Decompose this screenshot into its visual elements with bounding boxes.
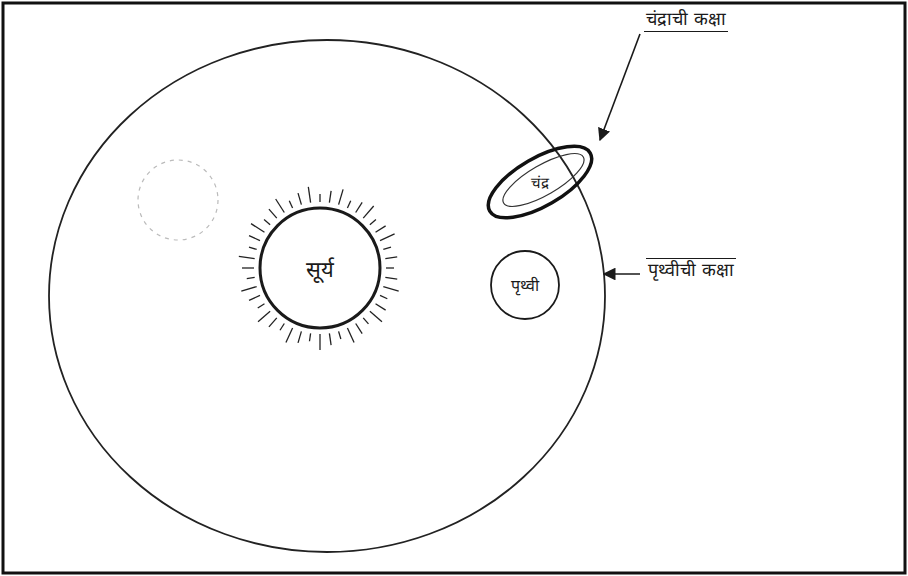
sun-ray	[298, 193, 301, 205]
sun-circle: सूर्य	[258, 206, 382, 330]
sun-ray	[247, 277, 255, 278]
sun-ray	[383, 247, 391, 249]
sun-ray	[269, 209, 277, 218]
sun-ray	[363, 318, 368, 324]
sun-ray	[242, 267, 254, 268]
sun-ray	[298, 331, 301, 343]
frame	[3, 3, 905, 573]
leader-line	[604, 273, 640, 275]
sun-ray	[249, 295, 260, 300]
sun-ray	[319, 194, 320, 202]
earth-circle: पृथ्वी	[489, 249, 561, 321]
sun-ray	[258, 304, 265, 308]
sun-ray	[385, 257, 397, 259]
sun-ray	[347, 328, 354, 343]
sun-ray	[239, 256, 255, 258]
moon-orbit-ellipse: चंद्र	[470, 137, 610, 227]
leader-line	[600, 34, 640, 140]
sun-ray	[376, 304, 386, 310]
sun-ray	[289, 201, 292, 208]
sun-ray	[339, 331, 341, 339]
sun-ray	[329, 333, 331, 345]
sun-ray	[319, 334, 320, 350]
node-text: पृथ्वी	[511, 274, 539, 296]
earth-orbit	[49, 40, 605, 552]
sun-ray	[249, 247, 257, 249]
sun-ray	[286, 328, 293, 343]
node-text: सूर्य	[306, 253, 334, 283]
sun-ray	[269, 318, 277, 327]
sun-ray	[370, 220, 376, 225]
sun-ray	[241, 287, 256, 292]
sun-ray	[276, 199, 285, 212]
sun-ray	[386, 267, 394, 268]
sun-ray	[249, 236, 260, 241]
sun-ray	[329, 191, 331, 203]
sun-ray	[370, 311, 382, 321]
sun-ray	[380, 295, 387, 298]
sun-ray	[376, 226, 386, 232]
sun-ray	[347, 201, 350, 208]
sun-ray	[308, 187, 310, 203]
sun-ray	[339, 189, 344, 204]
orbit-label: पृथ्वीची कक्षा	[646, 258, 736, 282]
sun-ray	[258, 311, 270, 321]
sun-ray	[356, 324, 362, 334]
sun-ray	[309, 333, 310, 341]
sun-rays	[239, 187, 399, 350]
sun-ray	[363, 206, 373, 218]
orbit-label: चंद्राची कक्षा	[644, 8, 728, 32]
sun-ray	[383, 287, 398, 292]
sun-ray	[264, 220, 270, 225]
node-text: चंद्र	[531, 172, 549, 192]
sun-ray	[251, 224, 264, 233]
sun-ray	[380, 234, 395, 241]
faint-circle	[138, 160, 218, 240]
sun-ray	[356, 202, 362, 212]
sun-ray	[280, 324, 284, 331]
sun-ray	[385, 277, 397, 279]
